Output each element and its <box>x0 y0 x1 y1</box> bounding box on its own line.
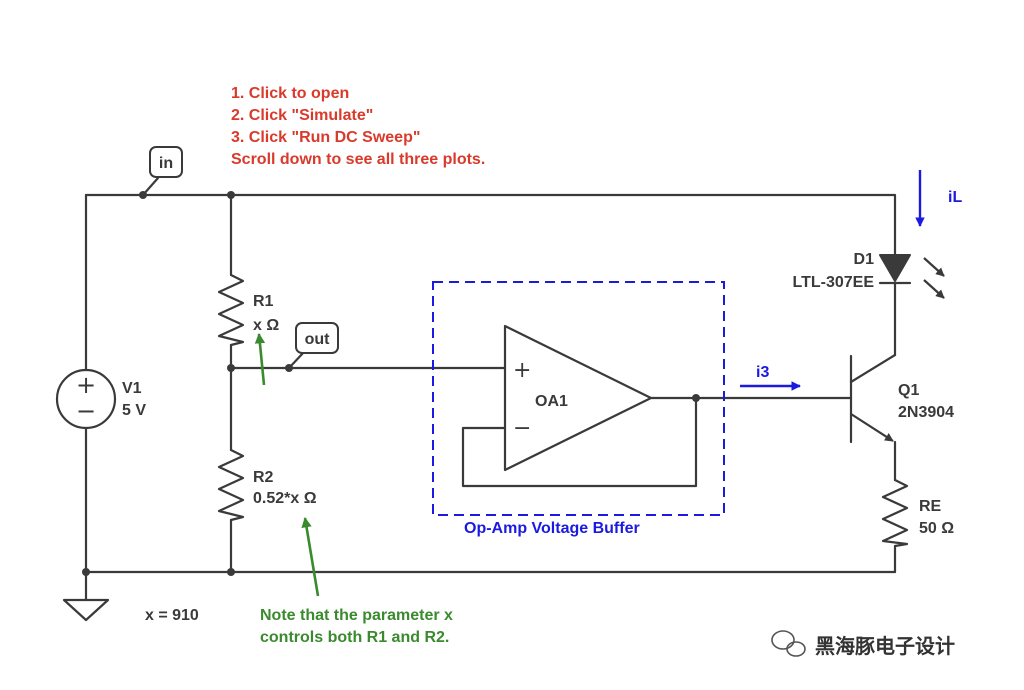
voltage-source-icon <box>55 368 117 430</box>
instructions: 1. Click to open 2. Click "Simulate" 3. … <box>231 85 485 168</box>
v1-minus-sign: − <box>76 397 96 425</box>
opamp-icon <box>503 324 653 472</box>
v1-plus-sign: + <box>76 371 96 399</box>
net-label-in-text: in <box>159 155 173 172</box>
current-il-label: iL <box>948 189 962 206</box>
wechat-icon <box>771 630 806 657</box>
re-name: RE <box>919 498 942 515</box>
resistor-re: RE 50 Ω <box>881 478 954 548</box>
net-label-in: in <box>141 146 183 197</box>
feedback-wire <box>461 396 698 488</box>
oa1-name: OA1 <box>535 393 568 410</box>
resistor-re-icon <box>881 478 909 548</box>
note-arrow-r2 <box>301 516 320 597</box>
junction-divider <box>227 364 235 372</box>
net-label-out-box <box>295 322 339 354</box>
r2-name: R2 <box>253 469 274 486</box>
resistor-r1: R1 x Ω <box>217 273 279 347</box>
led-emission-arrow-1 <box>923 257 945 277</box>
led-icon <box>879 254 911 282</box>
junction-r1-top <box>227 191 235 199</box>
net-label-in-box <box>149 146 183 178</box>
junction-ground-left <box>82 568 90 576</box>
transistor-collector <box>849 353 897 384</box>
note-line-1: Note that the parameter x <box>260 607 453 624</box>
instruction-line-1: 1. Click to open <box>231 85 349 102</box>
resistor-r1-icon <box>217 273 245 347</box>
note-arrow-r1 <box>254 332 266 386</box>
net-label-out-text: out <box>305 331 331 348</box>
net-label-out-leader <box>287 350 306 370</box>
opamp-oa1: + − OA1 <box>503 324 653 472</box>
v1-value: 5 V <box>122 402 146 419</box>
opamp-plus-sign: + <box>513 358 531 383</box>
resistor-r2: R2 0.52*x Ω <box>217 448 317 522</box>
q1-part: 2N3904 <box>898 404 954 421</box>
buffer-label: Op-Amp Voltage Buffer <box>464 520 640 537</box>
q1-name: Q1 <box>898 382 919 399</box>
opamp-minus-sign: − <box>513 416 531 441</box>
led-d1: D1 LTL-307EE <box>793 251 945 299</box>
re-value: 50 Ω <box>919 520 954 537</box>
r1-value: x Ω <box>253 317 279 334</box>
net-label-in-leader <box>141 176 160 197</box>
current-i3: i3 <box>740 364 801 391</box>
note-line-2: controls both R1 and R2. <box>260 629 449 646</box>
net-label-out: out <box>287 322 339 370</box>
instruction-line-2: 2. Click "Simulate" <box>231 107 373 124</box>
current-il: iL <box>915 170 962 227</box>
top-rail-wire <box>84 193 897 257</box>
resistor-r2-icon <box>217 448 245 522</box>
parameter-x: x = 910 <box>145 607 199 624</box>
transistor-emitter-arrow-icon <box>850 413 894 442</box>
r2-value: 0.52*x Ω <box>253 490 317 507</box>
voltage-source-v1: + − V1 5 V <box>55 368 146 430</box>
v1-name: V1 <box>122 380 142 397</box>
junction-opamp-out <box>692 394 700 402</box>
instruction-line-4: Scroll down to see all three plots. <box>231 151 485 168</box>
ground-icon <box>62 598 110 622</box>
current-i3-label: i3 <box>756 364 769 381</box>
wires <box>84 193 897 602</box>
watermark: 黑海豚电子设计 <box>771 630 955 658</box>
transistor-q1: Q1 2N3904 <box>849 353 954 444</box>
buffer-box <box>432 281 725 516</box>
junction-ground-r2 <box>227 568 235 576</box>
watermark-text: 黑海豚电子设计 <box>815 634 955 658</box>
d1-name: D1 <box>854 251 875 268</box>
instruction-line-3: 3. Click "Run DC Sweep" <box>231 129 420 146</box>
r1-name: R1 <box>253 293 274 310</box>
d1-part: LTL-307EE <box>793 274 875 291</box>
led-emission-arrow-2 <box>923 279 945 299</box>
